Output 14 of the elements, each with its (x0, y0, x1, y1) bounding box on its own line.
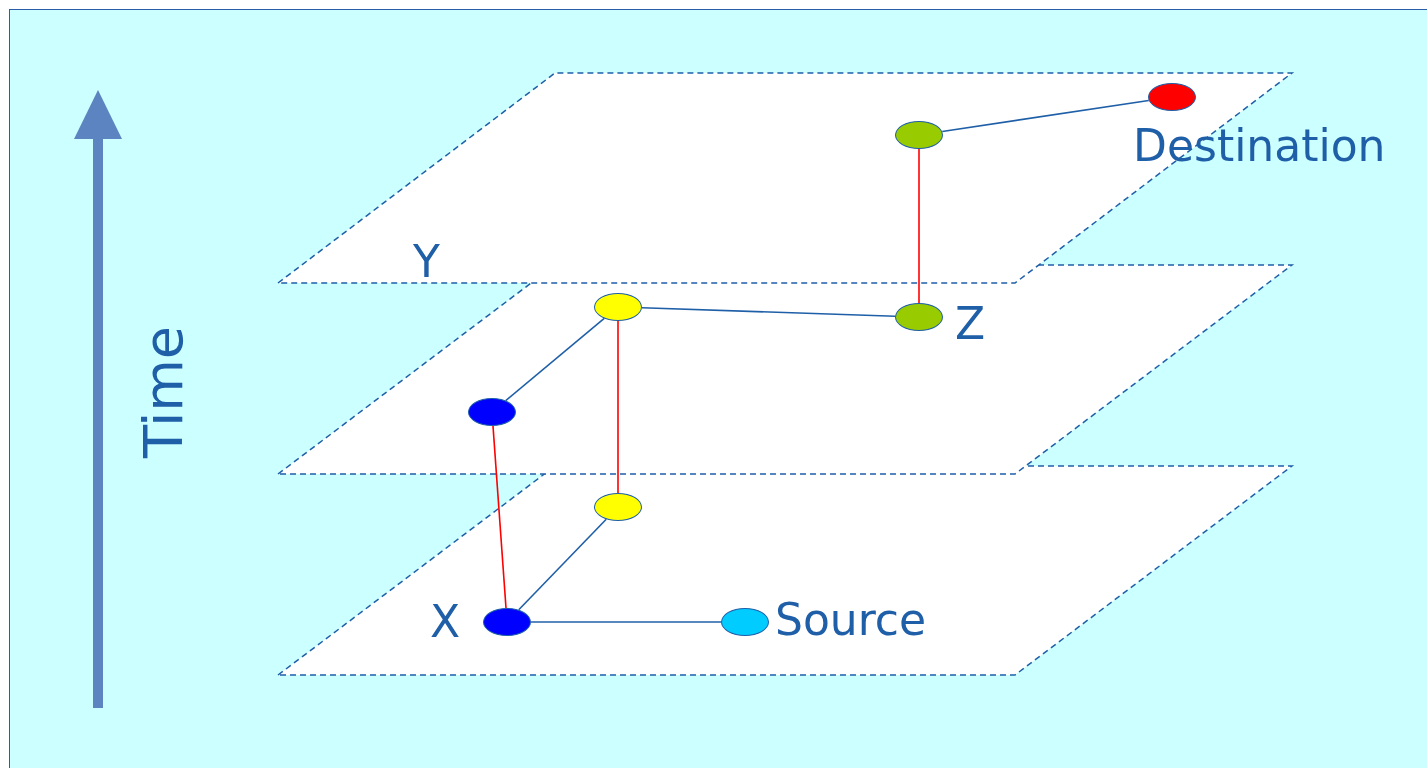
connector-line (492, 425, 507, 609)
node-label: Y (413, 240, 440, 284)
axis-label: Time (137, 325, 192, 459)
connector-line (530, 621, 722, 623)
connector-line (641, 307, 896, 317)
node-label: Source (775, 598, 927, 642)
connector-line (918, 148, 920, 304)
connector-line (941, 99, 1150, 133)
node-label: Destination (1133, 124, 1386, 168)
node-label: X (430, 600, 461, 644)
node-label: Z (955, 302, 986, 346)
connector-line (504, 317, 606, 402)
connector-line (617, 320, 619, 494)
connector-line (517, 518, 608, 611)
